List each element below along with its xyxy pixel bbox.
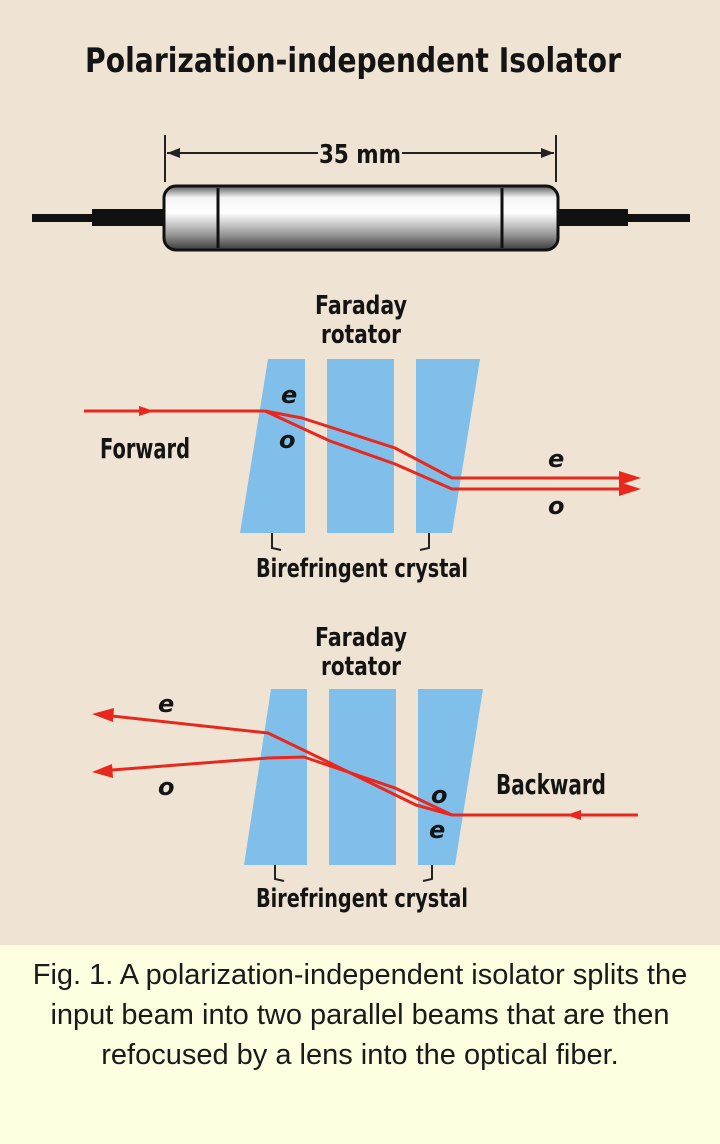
forward-input-arrow [139, 406, 154, 416]
lower-crystal-right [418, 689, 483, 865]
dimension-arrow-right [541, 148, 554, 158]
lower-right-o: o [431, 781, 448, 809]
upper-crystal-label: Birefringent crystal [256, 554, 468, 584]
dimension-marker [164, 135, 557, 182]
fiber-boot-left [92, 209, 166, 226]
dimension-arrow-left [167, 148, 180, 158]
lower-left-e: e [158, 690, 174, 718]
fiber-left [32, 214, 94, 222]
forward-beam-e [264, 409, 625, 480]
upper-faraday-rotator [327, 359, 394, 533]
forward-output-arrow-e [619, 471, 641, 485]
upper-crystal-leader-right [419, 533, 430, 551]
backward-beam-e [111, 714, 453, 817]
lower-right-e: e [429, 816, 445, 844]
caption-box: Fig. 1. A polarization-independent isola… [0, 945, 720, 1144]
isolator-housing [162, 184, 560, 252]
diagram-svg: Polarization-independent Isolator 35 mm [32, 41, 690, 914]
upper-in-o: o [279, 426, 296, 454]
lower-rotator-label-2: rotator [321, 652, 401, 682]
backward-beam-o [111, 755, 453, 817]
fiber-boot-right [554, 209, 628, 226]
backward-output-arrow-o [92, 764, 113, 778]
lower-crystal-label: Birefringent crystal [256, 884, 468, 914]
forward-label: Forward [100, 432, 190, 465]
forward-diagram: Faraday rotator Forward e o e o [84, 291, 641, 584]
forward-beam-o [264, 409, 625, 491]
lower-crystal-leader-right [422, 865, 433, 882]
lower-crystal-leader [274, 865, 285, 882]
isolator-diagram: Polarization-independent Isolator 35 mm [32, 41, 690, 914]
backward-label: Backward [496, 768, 606, 801]
lower-rotator-label-1: Faraday [315, 623, 407, 653]
lower-crystal-left [244, 689, 307, 865]
figure-title: Polarization-independent Isolator [85, 41, 621, 81]
upper-crystal-right [416, 359, 480, 533]
upper-rotator-label-2: rotator [321, 320, 401, 350]
upper-out-e: e [548, 445, 564, 473]
upper-crystal-leader [271, 533, 282, 551]
dimension-label: 35 mm [319, 140, 401, 170]
upper-out-o: o [548, 492, 565, 520]
lower-left-o: o [158, 773, 175, 801]
upper-rotator-label-1: Faraday [315, 291, 407, 321]
upper-in-e: e [281, 381, 297, 409]
upper-crystal-left [240, 359, 305, 533]
backward-diagram: Faraday rotator Backward e o o e Birefri… [92, 623, 638, 914]
backward-input-arrow [566, 810, 581, 820]
isolator-device [32, 184, 690, 252]
forward-output-arrow-o [619, 482, 641, 496]
figure-caption: Fig. 1. A polarization-independent isola… [32, 959, 688, 1071]
backward-output-arrow-e [92, 708, 114, 722]
fiber-right [626, 214, 690, 222]
